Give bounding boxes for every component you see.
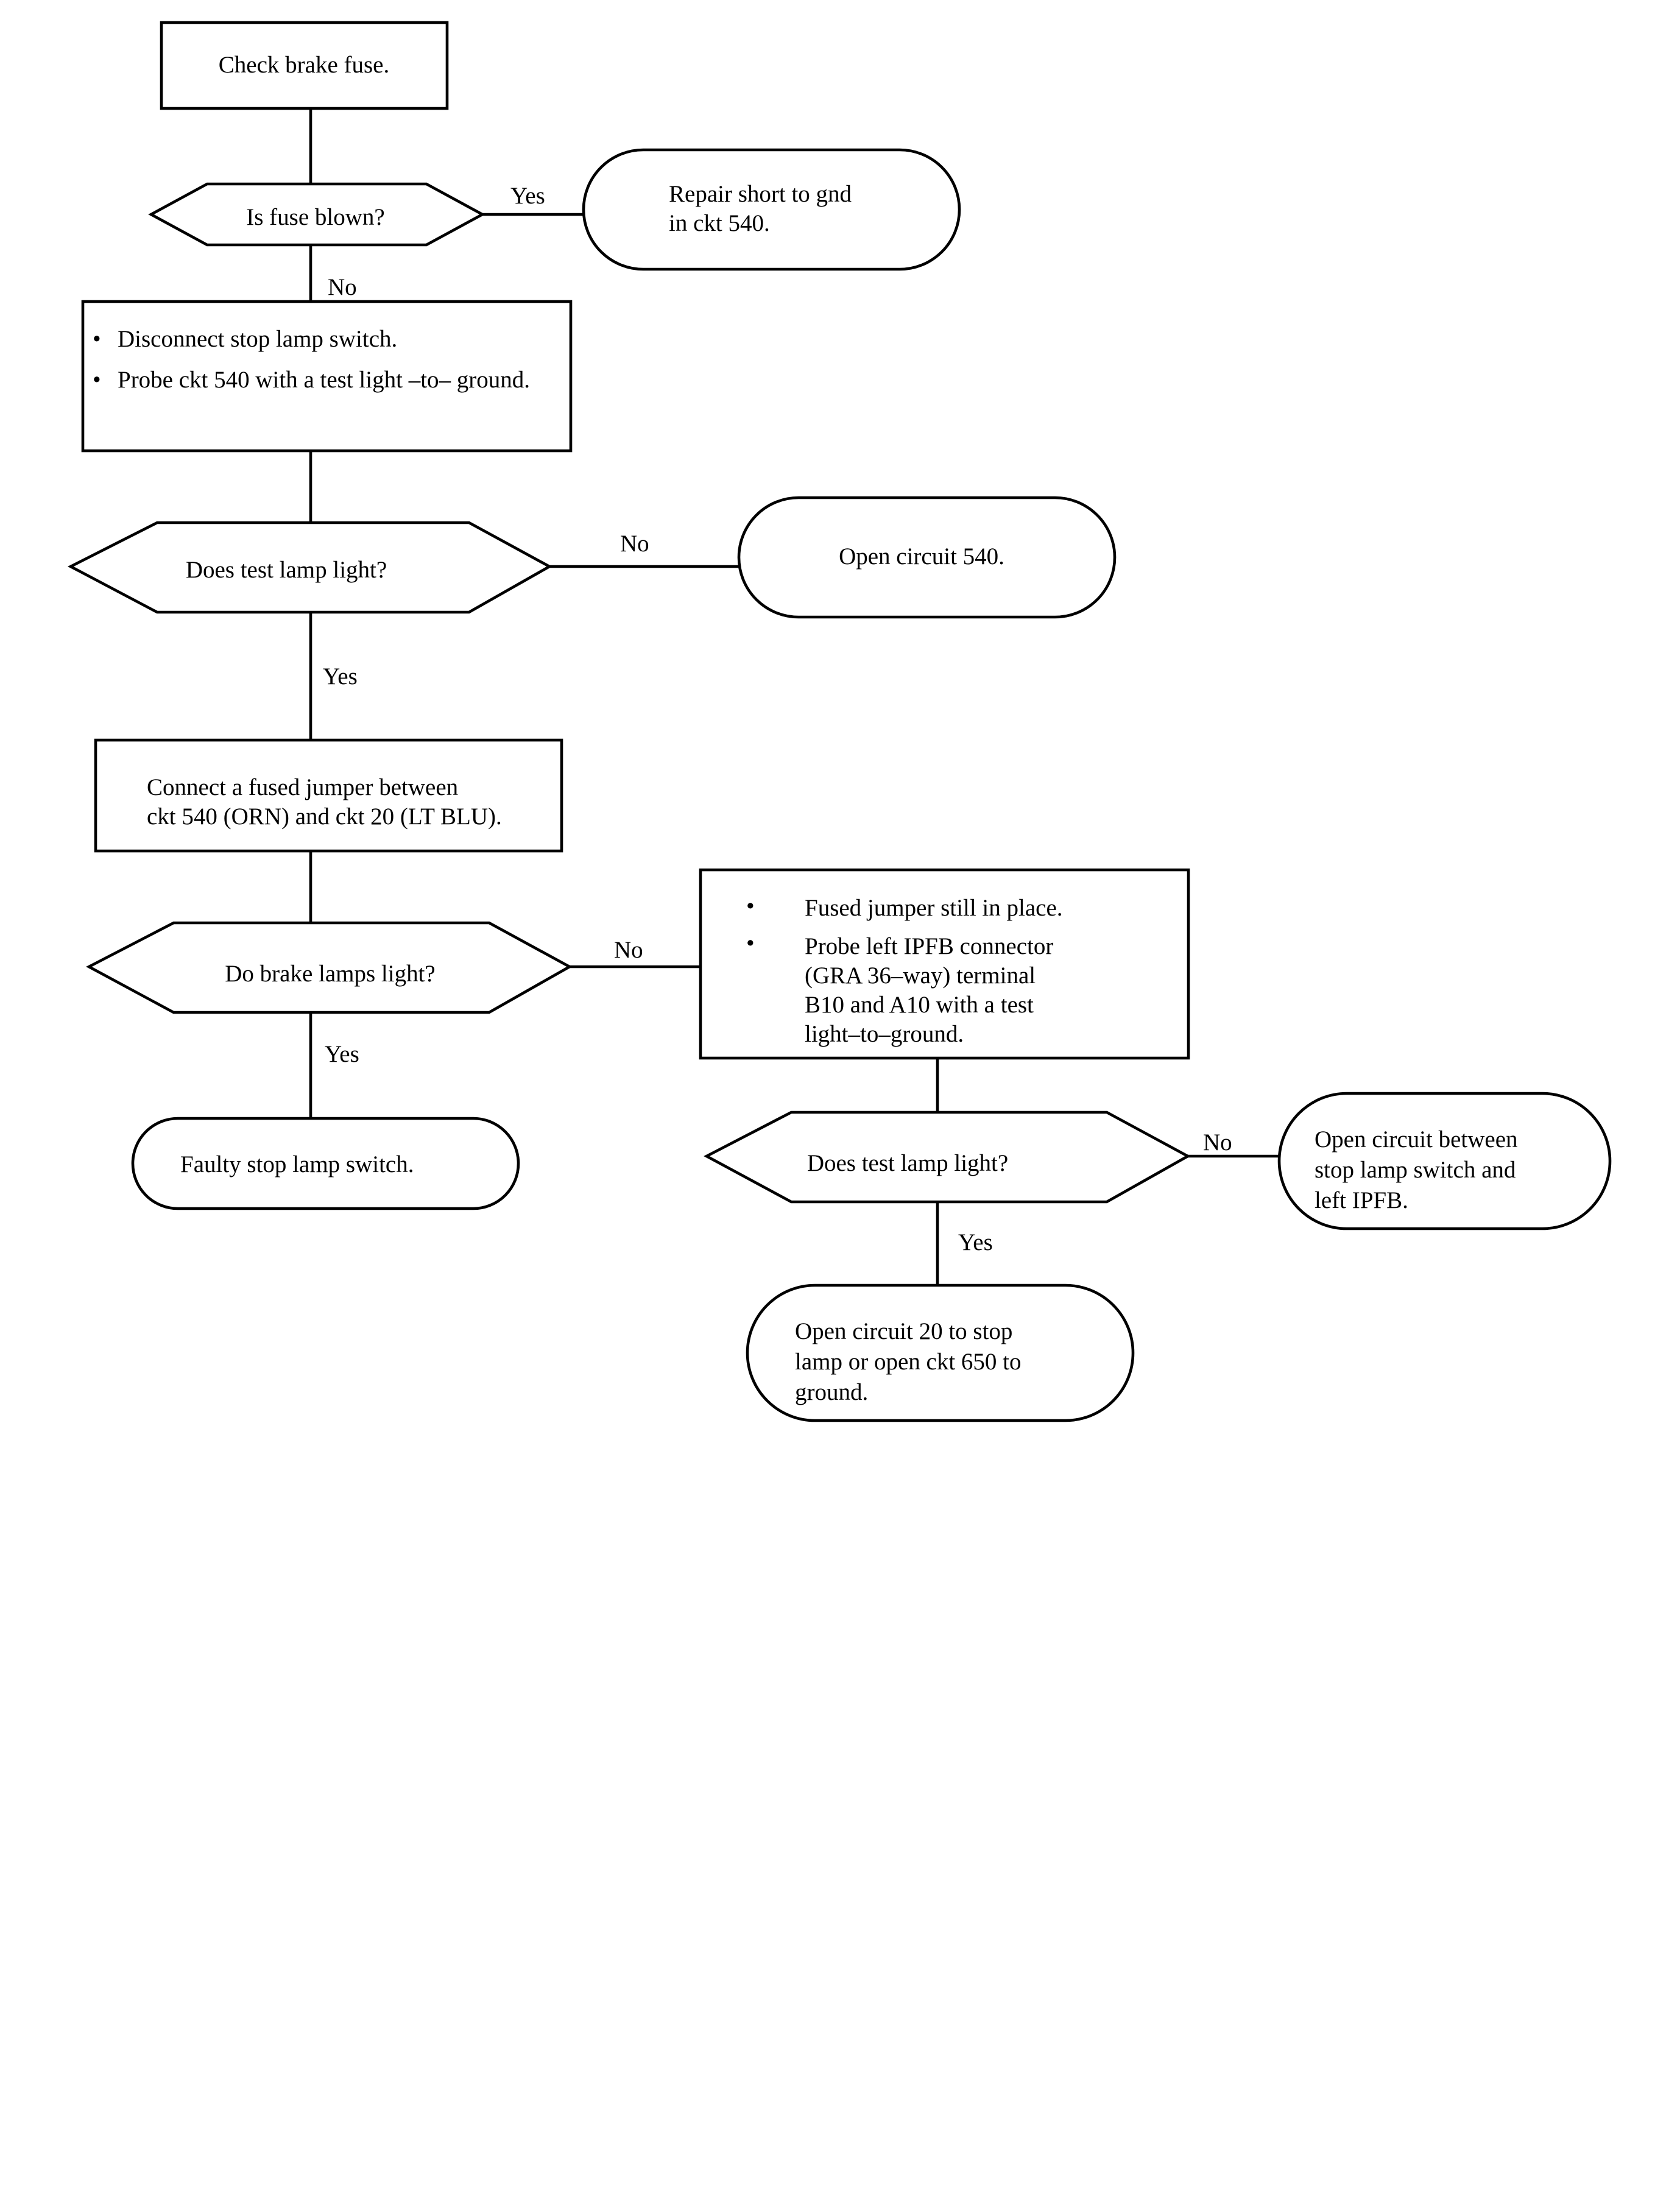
edge-label-test-lamp2-no: No	[1203, 1129, 1232, 1156]
node-does-test-lamp-light-2: Does test lamp light?	[704, 1110, 1191, 1204]
bullet-text-line-2: (GRA 36–way) terminal	[805, 962, 1036, 989]
process-box	[94, 738, 563, 853]
decision-hexagon	[67, 521, 552, 614]
node-label: Do brake lamps light?	[225, 961, 436, 987]
node-label: Is fuse blown?	[246, 204, 384, 230]
edge-label-brake-lamps-no: No	[614, 937, 643, 963]
node-label-line-1: Open circuit between	[1315, 1126, 1518, 1153]
edge-label-test-lamp1-yes: Yes	[323, 663, 358, 690]
node-label: Open circuit 540.	[839, 543, 1004, 570]
decision-hexagon	[704, 1110, 1191, 1204]
node-probe-ipfb: • Fused jumper still in place. • Probe l…	[699, 868, 1190, 1060]
terminal-box	[1277, 1092, 1612, 1230]
edge-label-brake-lamps-yes: Yes	[325, 1041, 359, 1067]
node-open-circuit-540: Open circuit 540.	[737, 496, 1117, 619]
terminal-box	[737, 496, 1117, 619]
bullet-glyph: •	[746, 930, 755, 956]
bullet-glyph: •	[746, 893, 755, 919]
process-box	[81, 300, 573, 453]
decision-hexagon	[148, 182, 485, 247]
node-open-20-650: Open circuit 20 to stop lamp or open ckt…	[746, 1283, 1135, 1422]
node-label: Check brake fuse.	[219, 52, 389, 78]
bullet-glyph: •	[93, 326, 101, 352]
node-is-fuse-blown: Is fuse blown?	[148, 182, 485, 247]
edge-label-test-lamp1-no: No	[620, 531, 649, 557]
process-box	[699, 868, 1190, 1060]
node-label: Does test lamp light?	[807, 1150, 1008, 1176]
bullet-text: Disconnect stop lamp switch.	[118, 326, 397, 352]
connectors	[309, 108, 1279, 1285]
edge-label-fuse-blown-yes: Yes	[510, 183, 545, 209]
process-box	[160, 21, 449, 110]
node-label-line-1: Open circuit 20 to stop	[795, 1318, 1012, 1344]
node-do-brake-lamps-light: Do brake lamps light?	[86, 921, 573, 1014]
node-does-test-lamp-light-1: Does test lamp light?	[67, 521, 552, 614]
terminal-box	[131, 1117, 520, 1210]
bullet-glyph: •	[93, 367, 101, 393]
node-open-switch-ipfb: Open circuit between stop lamp switch an…	[1277, 1092, 1612, 1230]
edge-label-fuse-blown-no: No	[328, 274, 357, 300]
node-label-line-2: lamp or open ckt 650 to	[795, 1349, 1022, 1375]
decision-hexagon	[86, 921, 573, 1014]
node-connect-jumper: Connect a fused jumper between ckt 540 (…	[94, 738, 563, 853]
node-check-brake-fuse: Check brake fuse.	[160, 21, 449, 110]
terminal-box	[746, 1283, 1135, 1422]
bullet-text-line-3: B10 and A10 with a test	[805, 992, 1034, 1018]
node-label-line-1: Connect a fused jumper between	[147, 774, 458, 800]
edge-label-test-lamp2-yes: Yes	[958, 1229, 993, 1255]
node-repair-short: Repair short to gnd in ckt 540.	[582, 148, 961, 271]
bullet-text-line-4: light–to–ground.	[805, 1021, 964, 1047]
node-label-line-3: ground.	[795, 1379, 868, 1405]
node-label-line-1: Repair short to gnd	[669, 181, 852, 207]
node-label-line-3: left IPFB.	[1315, 1187, 1408, 1213]
node-label-line-2: stop lamp switch and	[1315, 1157, 1516, 1183]
node-label: Does test lamp light?	[186, 557, 387, 583]
terminal-box	[582, 148, 961, 271]
node-label: Faulty stop lamp switch.	[180, 1151, 414, 1177]
bullet-text: Probe ckt 540 with a test light –to– gro…	[118, 367, 530, 393]
bullet-text: Fused jumper still in place.	[805, 895, 1063, 921]
node-label-line-2: in ckt 540.	[669, 210, 770, 236]
node-label-line-2: ckt 540 (ORN) and ckt 20 (LT BLU).	[147, 803, 502, 830]
node-disconnect-switch: • Disconnect stop lamp switch. • Probe c…	[81, 300, 573, 453]
bullet-text-line-1: Probe left IPFB connector	[805, 933, 1053, 959]
node-faulty-switch: Faulty stop lamp switch.	[131, 1117, 520, 1210]
